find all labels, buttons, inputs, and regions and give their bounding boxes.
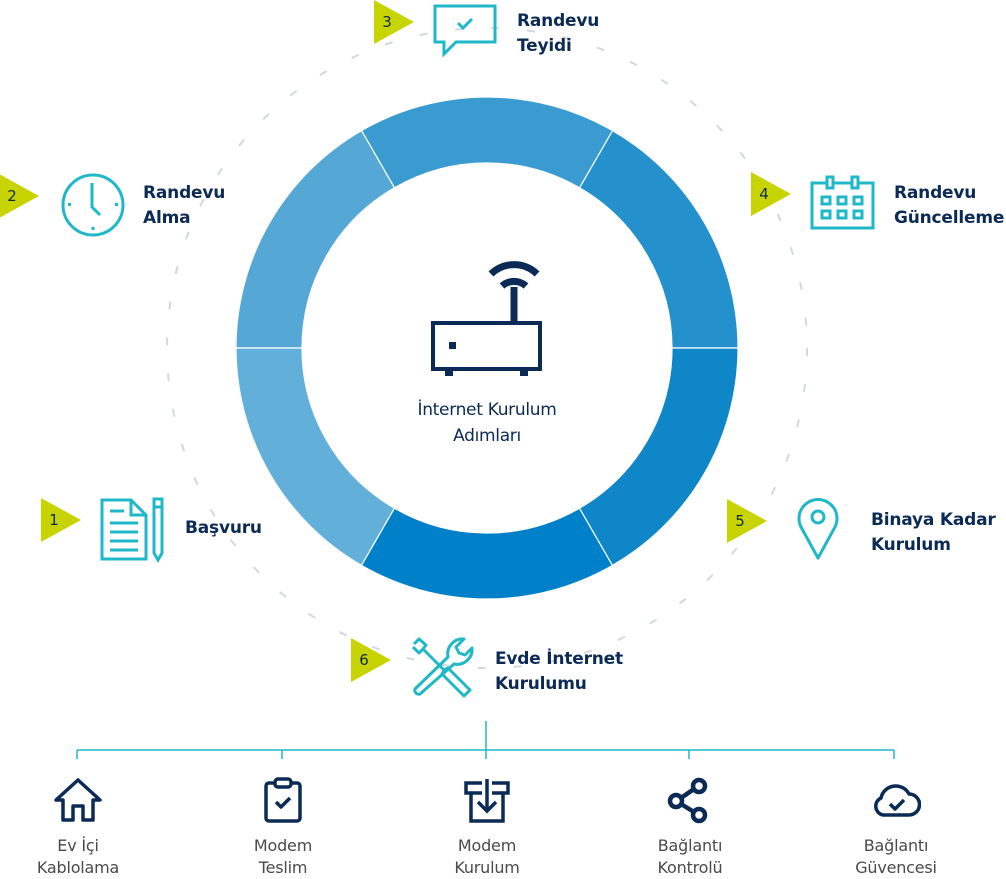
center-title: İnternet Kurulum Adımları xyxy=(387,397,587,449)
step-number: 6 xyxy=(359,651,369,669)
box-download-icon xyxy=(464,779,510,823)
sub-step-label-line1: Ev İçi xyxy=(57,836,99,855)
step-label-line1: Binaya Kadar xyxy=(871,510,996,530)
step-marker-3: 3 xyxy=(374,0,414,44)
location-pin-icon xyxy=(797,498,839,560)
calendar-icon xyxy=(810,175,875,230)
sub-step-label-line2: Güvencesi xyxy=(855,858,937,877)
triangle-marker-icon xyxy=(351,638,391,682)
document-pencil-icon xyxy=(100,497,164,563)
sub-step-label: Bağlantı Güvencesi xyxy=(821,835,971,879)
step-marker-6: 6 xyxy=(351,638,391,682)
step-marker-2: 2 xyxy=(0,174,39,218)
cloud-check-icon xyxy=(874,784,921,817)
tools-icon xyxy=(411,637,474,698)
sub-step-label-line2: Kontrolü xyxy=(657,858,723,877)
sub-step-label: Modem Kurulum xyxy=(412,835,562,879)
sub-step-label: Ev İçi Kablolama xyxy=(3,835,153,879)
donut-segment-top xyxy=(360,96,614,189)
clock-icon xyxy=(61,173,125,237)
sub-step-modem-kurulum[interactable]: Modem Kurulum xyxy=(412,775,562,879)
sub-step-baglanti-guvencesi[interactable]: Bağlantı Güvencesi xyxy=(821,775,971,879)
sub-step-label: Modem Teslim xyxy=(208,835,358,879)
step-label-line2: Kurulum xyxy=(871,535,951,555)
step-number: 2 xyxy=(7,187,17,205)
sub-step-label: Bağlantı Kontrolü xyxy=(615,835,765,879)
sub-step-label-line2: Teslim xyxy=(258,858,308,877)
triangle-marker-icon xyxy=(727,499,767,543)
sub-step-label-line2: Kurulum xyxy=(454,858,520,877)
center-title-line1: İnternet Kurulum xyxy=(417,400,557,420)
step-label: Randevu Teyidi xyxy=(517,9,599,59)
donut-segment-lower-right xyxy=(578,347,739,567)
sub-step-label-line1: Modem xyxy=(457,836,517,855)
step-label: Randevu Alma xyxy=(143,181,225,231)
step-label-line1: Başvuru xyxy=(185,518,262,538)
step-number: 3 xyxy=(382,13,392,31)
step-label-line1: Evde İnternet xyxy=(495,649,623,669)
router-wifi-icon xyxy=(431,261,542,376)
step-label-line2: Güncelleme xyxy=(894,208,1005,228)
center-title-line2: Adımları xyxy=(453,426,521,446)
house-icon xyxy=(54,778,102,822)
step-marker-4: 4 xyxy=(751,172,791,216)
step-number: 1 xyxy=(49,511,59,529)
connector-lines xyxy=(76,721,895,759)
step-label-line2: Alma xyxy=(143,208,191,228)
step-marker-1: 1 xyxy=(41,498,81,542)
clipboard-check-icon xyxy=(264,777,302,823)
step-number: 4 xyxy=(759,185,769,203)
step-label: Başvuru xyxy=(185,516,262,541)
sub-step-baglanti-kontrolu[interactable]: Bağlantı Kontrolü xyxy=(615,775,765,879)
step-label: Binaya Kadar Kurulum xyxy=(871,508,996,558)
dashed-orbit-ring xyxy=(166,27,808,669)
sub-step-label-line1: Modem xyxy=(253,836,313,855)
donut-segment-upper-left xyxy=(235,129,396,349)
step-number: 5 xyxy=(735,512,745,530)
step-label-line1: Randevu xyxy=(517,11,600,31)
sub-step-label-line1: Bağlantı xyxy=(863,836,929,855)
step-label-line2: Teyidi xyxy=(517,36,572,56)
triangle-marker-icon xyxy=(374,0,414,44)
triangle-marker-icon xyxy=(0,174,39,218)
step-marker-5: 5 xyxy=(727,499,767,543)
donut-segment-upper-right xyxy=(578,129,739,349)
triangle-marker-icon xyxy=(41,498,81,542)
triangle-marker-icon xyxy=(751,172,791,216)
step-label-line1: Randevu xyxy=(143,183,226,203)
step-label: Evde İnternet Kurulumu xyxy=(495,647,623,697)
sub-step-label-line1: Bağlantı xyxy=(657,836,723,855)
step-label-line2: Kurulumu xyxy=(495,674,587,694)
chat-check-icon xyxy=(433,4,497,58)
sub-step-modem-teslim[interactable]: Modem Teslim xyxy=(208,775,358,879)
donut-segment-bottom xyxy=(360,507,614,600)
step-label: Randevu Güncelleme xyxy=(894,181,1004,231)
share-nodes-icon xyxy=(667,777,708,824)
step-label-line1: Randevu xyxy=(894,183,977,203)
donut-ring xyxy=(235,96,739,600)
sub-step-ev-ici-kablolama[interactable]: Ev İçi Kablolama xyxy=(3,775,153,879)
sub-step-label-line2: Kablolama xyxy=(36,858,120,877)
